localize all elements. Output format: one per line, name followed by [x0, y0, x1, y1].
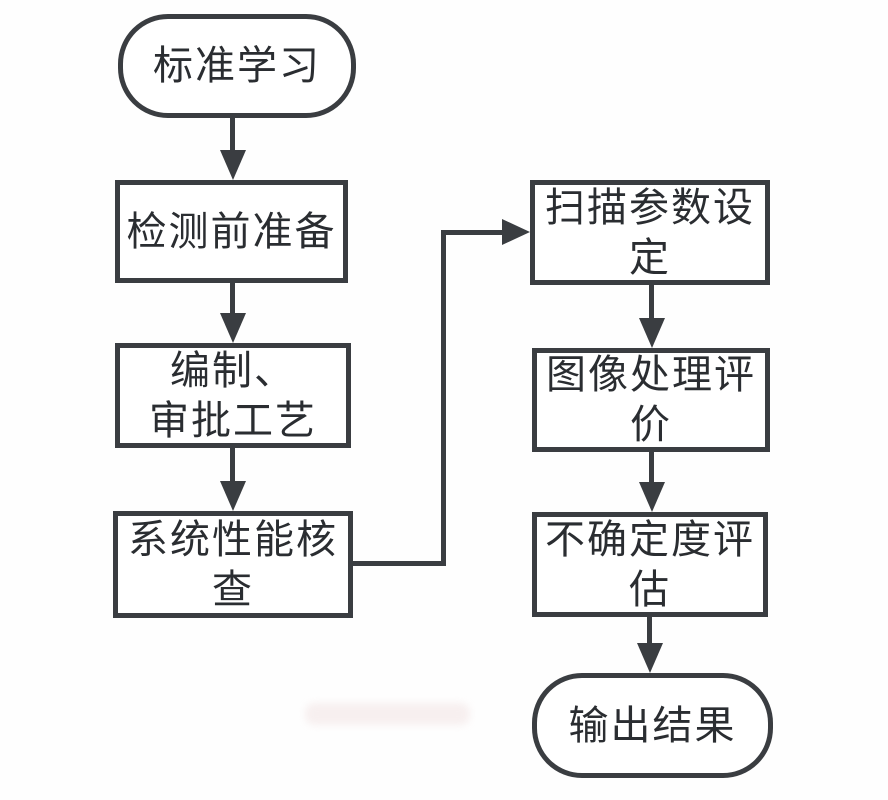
node-pre-inspection-preparation: 检测前准备 [115, 180, 348, 283]
node-compile-approve-process-label-line2: 审批工艺 [149, 397, 317, 443]
node-compile-approve-process: 编制、 审批工艺 [115, 343, 351, 448]
node-scan-parameter-setting-label: 扫描参数设定 [545, 184, 755, 280]
arrow-stem [647, 617, 652, 645]
node-system-performance-check: 系统性能核查 [113, 511, 353, 618]
connector-segment-horizontal-top [446, 230, 502, 235]
node-system-performance-check-label: 系统性能核查 [128, 516, 338, 612]
watermark-smudge [305, 703, 470, 725]
arrow-down-icon [220, 150, 246, 180]
arrow-down-icon [220, 313, 246, 343]
arrow-down-icon [637, 643, 663, 673]
connector-segment-horizontal-bottom [353, 561, 446, 566]
node-pre-inspection-preparation-label: 检测前准备 [126, 208, 337, 254]
arrow-down-icon [639, 482, 665, 512]
node-uncertainty-evaluation-label: 不确定度评估 [545, 516, 755, 612]
node-uncertainty-evaluation: 不确定度评估 [532, 512, 768, 617]
node-standard-learning: 标准学习 [118, 14, 356, 118]
arrow-stem [649, 285, 654, 320]
arrow-right-icon [502, 219, 530, 245]
arrow-down-icon [639, 318, 665, 348]
arrow-stem [230, 118, 235, 154]
node-scan-parameter-setting: 扫描参数设定 [530, 180, 770, 285]
arrow-stem [230, 283, 235, 316]
node-output-result: 输出结果 [532, 673, 773, 778]
node-compile-approve-process-label-line1: 编制、 [170, 347, 296, 393]
node-output-result-label: 输出结果 [568, 702, 737, 748]
arrow-down-icon [220, 481, 246, 511]
node-image-processing-evaluation: 图像处理评价 [532, 348, 770, 452]
arrow-stem [230, 448, 235, 483]
connector-segment-vertical [441, 230, 446, 566]
arrow-stem [649, 452, 654, 484]
node-image-processing-evaluation-label: 图像处理评价 [546, 352, 756, 447]
node-standard-learning-label: 标准学习 [153, 43, 321, 88]
